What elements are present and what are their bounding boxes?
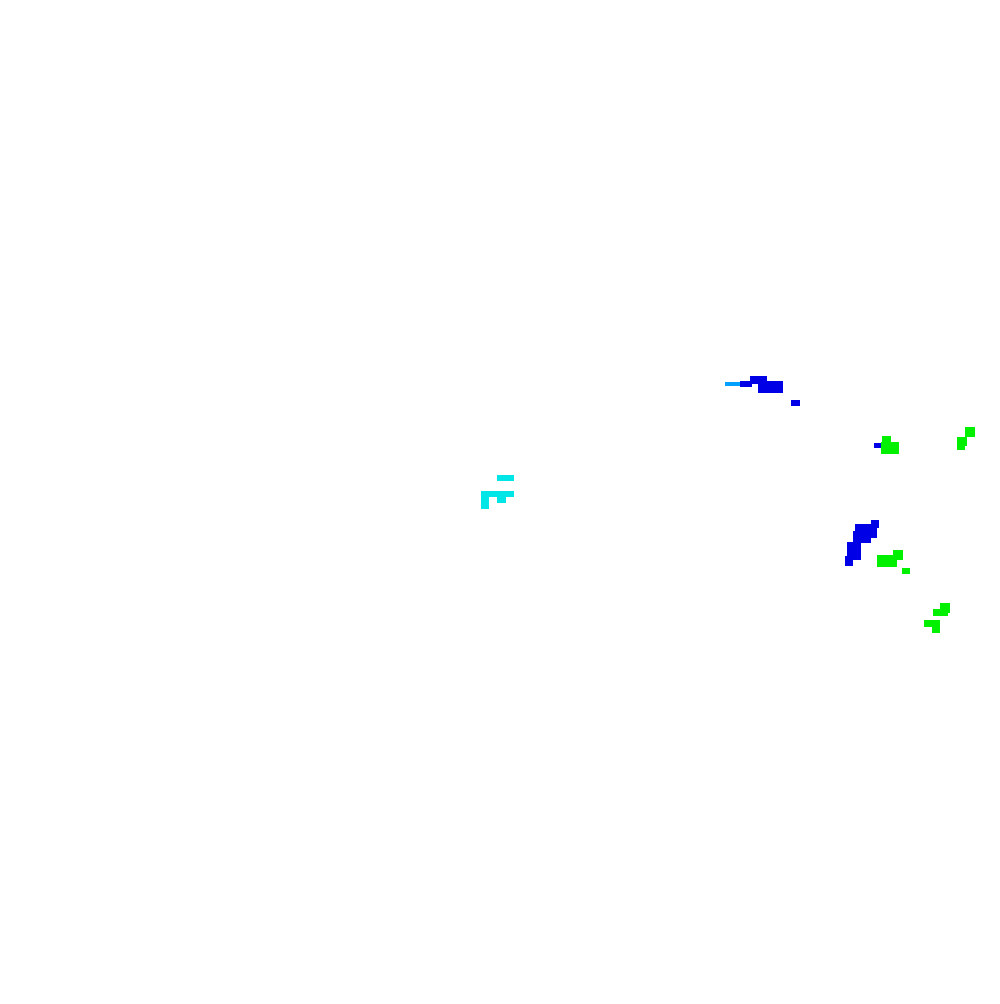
blue-cluster-north [740, 376, 882, 448]
blue-cluster-east [845, 520, 879, 566]
green-cluster-east [877, 427, 975, 633]
cyan-cluster-center [481, 475, 514, 509]
light-blue-streak [725, 382, 743, 386]
